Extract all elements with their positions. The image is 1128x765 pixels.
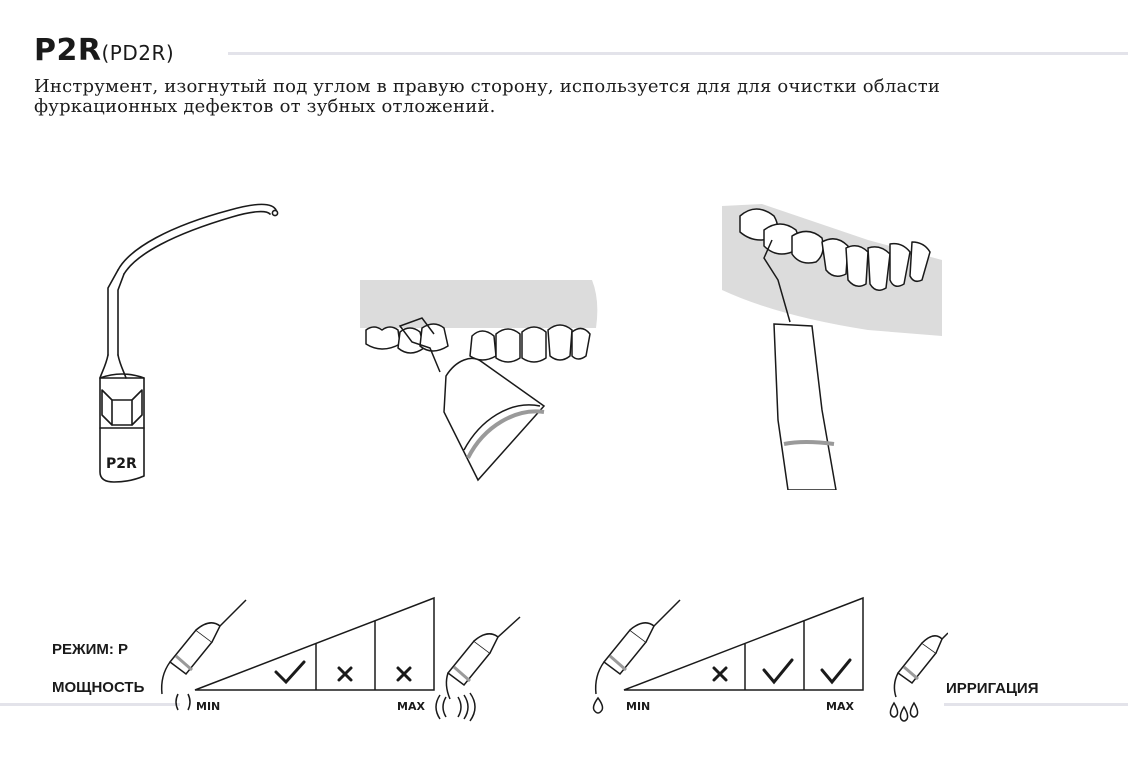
handpiece-drops-icon [889,632,948,722]
description-line-1: Инструмент, изогнутый под углом в правую… [34,76,941,97]
irrigation-label: ИРРИГАЦИЯ [946,680,1039,697]
handpiece-vibration-icon [435,616,521,722]
description-line-2: фуркационных дефектов от зубных отложени… [34,96,496,117]
power-level-1-check-icon [274,660,306,685]
irrigation-scale: MIN MAX [592,596,864,714]
irrigation-max-label: MAX [826,700,854,713]
mode-label: РЕЖИМ: P [52,641,129,658]
irrigation-level-2-check-icon [762,658,794,685]
irrigation-min-label: MIN [626,700,650,713]
tip-alt-code: (PD2R) [101,41,175,65]
power-max-label: MAX [397,700,425,713]
bottom-divider-right [944,703,1128,706]
vibration-low-icon [175,693,191,711]
drop-icon-single [592,696,604,714]
irrigation-level-3-check-icon [820,658,852,685]
handpiece-icon-irrigation-min [594,599,681,695]
bottom-divider-left [0,703,180,706]
tip-code: P2R [34,33,102,68]
drop-icon-multiple [889,701,919,722]
power-scale: MIN MAX [160,596,435,713]
usage-illustration-lateral [722,204,942,490]
irrigation-level-1-cross-icon [712,666,728,682]
power-label: МОЩНОСТЬ [52,679,145,696]
power-level-2-cross-icon [337,666,353,682]
description: Инструмент, изогнутый под углом в правую… [34,77,1094,117]
page-title: P2R(PD2R) [34,36,174,68]
tip-engraving: P2R [106,456,137,472]
handpiece-icon [160,599,247,695]
power-min-label: MIN [196,700,220,713]
usage-illustration-front [360,280,598,482]
power-level-3-cross-icon [396,666,412,682]
title-divider [228,52,1128,55]
tip-illustration: P2R [99,203,279,483]
